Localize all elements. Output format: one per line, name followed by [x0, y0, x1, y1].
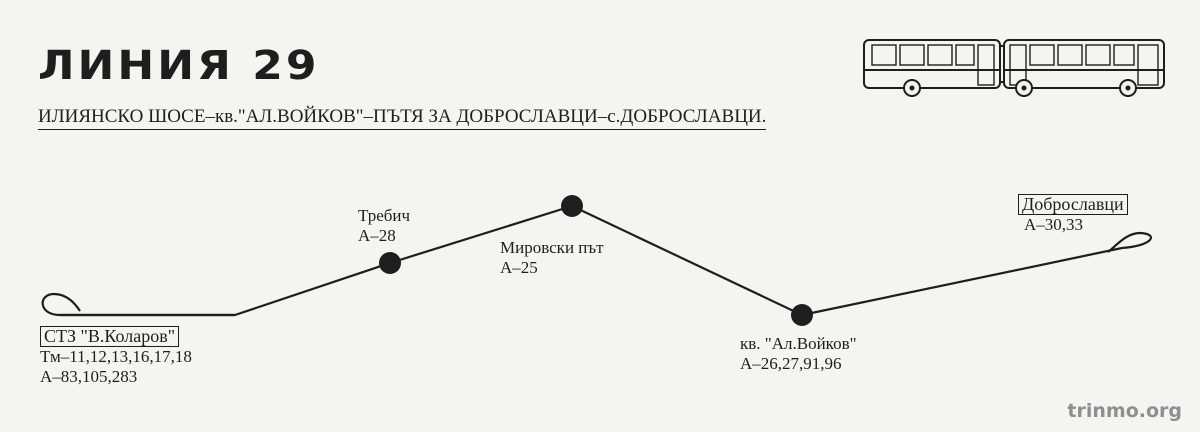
stop-lines-trebich: А–28	[358, 226, 396, 245]
watermark: trinmo.org	[1067, 400, 1182, 422]
end-terminal-loop	[1107, 231, 1152, 253]
articulated-bus-icon	[863, 39, 1165, 97]
stop-label-mirovski: Мировски път А–25	[500, 238, 604, 278]
stop-label-trebich: Требич А–28	[358, 206, 410, 246]
stop-marker-voikov	[791, 304, 813, 326]
line-title: ЛИНИЯ 29	[38, 42, 320, 90]
stop-label-stz: СТЗ "В.Коларов" Тм–11,12,13,16,17,18 А–8…	[40, 326, 192, 387]
stop-label-voikov: кв. "Ал.Войков" А–26,27,91,96	[740, 334, 857, 374]
start-terminal-loop	[41, 292, 235, 317]
route-separator: –	[205, 106, 215, 127]
stop-lines-stz-tram: Тм–11,12,13,16,17,18	[40, 347, 192, 366]
route-via-voikov: кв."АЛ.ВОЙКОВ"	[214, 106, 364, 127]
stop-lines-voikov: А–26,27,91,96	[740, 354, 842, 373]
stop-name-stz: СТЗ "В.Коларов"	[40, 326, 180, 347]
route-to: ДОБРОСЛАВЦИ.	[620, 106, 767, 127]
stop-marker-trebich	[379, 252, 401, 274]
stop-lines-stz-bus: А–83,105,283	[40, 367, 138, 386]
route-description: ИЛИЯНСКО ШОСЕ–кв."АЛ.ВОЙКОВ"–ПЪТЯ ЗА ДОБ…	[38, 106, 767, 130]
route-village-prefix: с.	[607, 106, 621, 127]
stop-name-trebich: Требич	[358, 206, 411, 225]
route-from: ИЛИЯНСКО ШОСЕ	[38, 106, 206, 127]
stop-label-dobroslavtsi: Доброславци А–30,33	[1018, 194, 1128, 235]
stop-lines-dobroslavtsi: А–30,33	[1024, 215, 1084, 234]
stop-name-mirovski: Мировски път	[500, 238, 604, 257]
stop-lines-mirovski: А–25	[500, 258, 538, 277]
stop-marker-mirovski	[561, 195, 583, 217]
stop-name-voikov: кв. "Ал.Войков"	[740, 334, 857, 353]
route-separator: –	[363, 106, 374, 127]
route-separator: –	[597, 106, 608, 127]
stop-name-dobroslavtsi: Доброславци	[1018, 194, 1128, 215]
route-via-road: ПЪТЯ ЗА ДОБРОСЛАВЦИ	[373, 106, 598, 127]
